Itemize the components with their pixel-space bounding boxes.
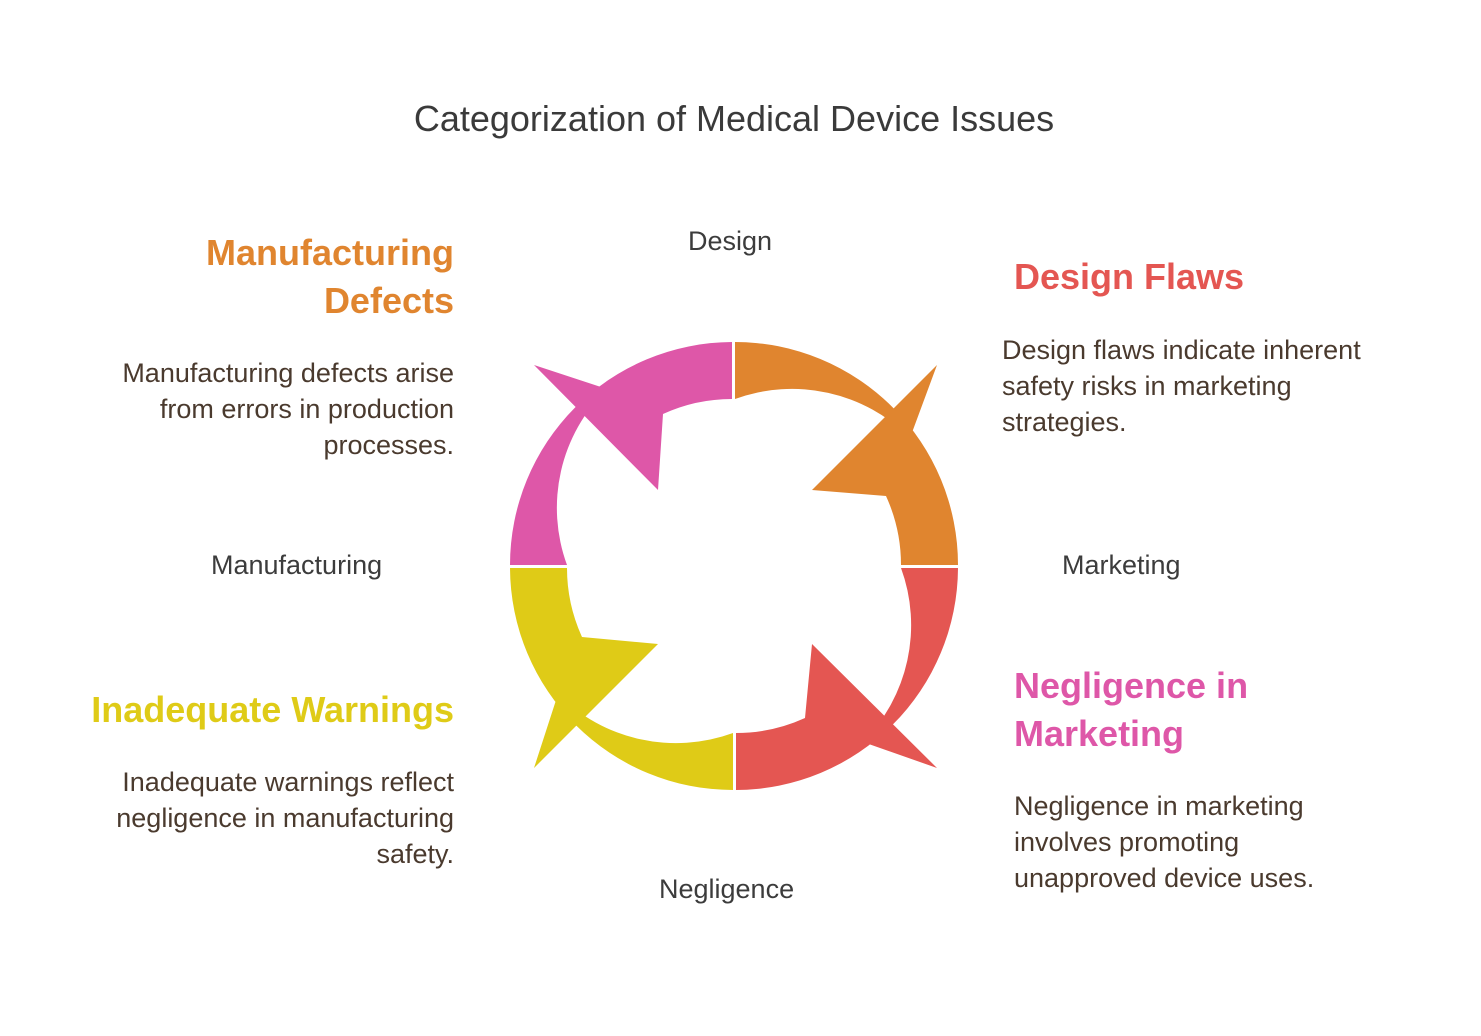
negligence-marketing-block: Negligence in Marketing Negligence in ma… (1014, 662, 1314, 896)
segment-design-flaws (735, 342, 958, 565)
segment-inadequate-warnings (510, 568, 733, 790)
manufacturing-defects-description: Manufacturing defects arise from errors … (122, 358, 454, 460)
segment-negligence-marketing (736, 568, 958, 790)
axis-label-top: Design (688, 226, 773, 256)
design-flaws-description: Design flaws indicate inherent safety ri… (1002, 335, 1361, 437)
design-flaws-block: Design Flaws (1014, 253, 1244, 301)
negligence-marketing-description: Negligence in marketing involves promoti… (1014, 791, 1315, 893)
manufacturing-defects-title: Manufacturing Defects (206, 232, 454, 321)
negligence-marketing-title: Negligence in Marketing (1014, 665, 1249, 754)
axis-label-bottom: Negligence (659, 874, 795, 904)
inadequate-warnings-block: Inadequate Warnings Inadequate warnings … (0, 686, 454, 872)
segment-manufacturing-defects (510, 342, 732, 565)
inadequate-warnings-description: Inadequate warnings reflect negligence i… (116, 767, 454, 869)
page-title: Categorization of Medical Device Issues (413, 98, 1055, 139)
manufacturing-defects-block: Manufacturing Defects Manufacturing defe… (0, 229, 454, 463)
design-flaws-title: Design Flaws (1014, 256, 1245, 297)
axis-label-left: Manufacturing (211, 550, 383, 580)
inadequate-warnings-title: Inadequate Warnings (91, 689, 454, 730)
axis-label-right: Marketing (1062, 550, 1181, 580)
